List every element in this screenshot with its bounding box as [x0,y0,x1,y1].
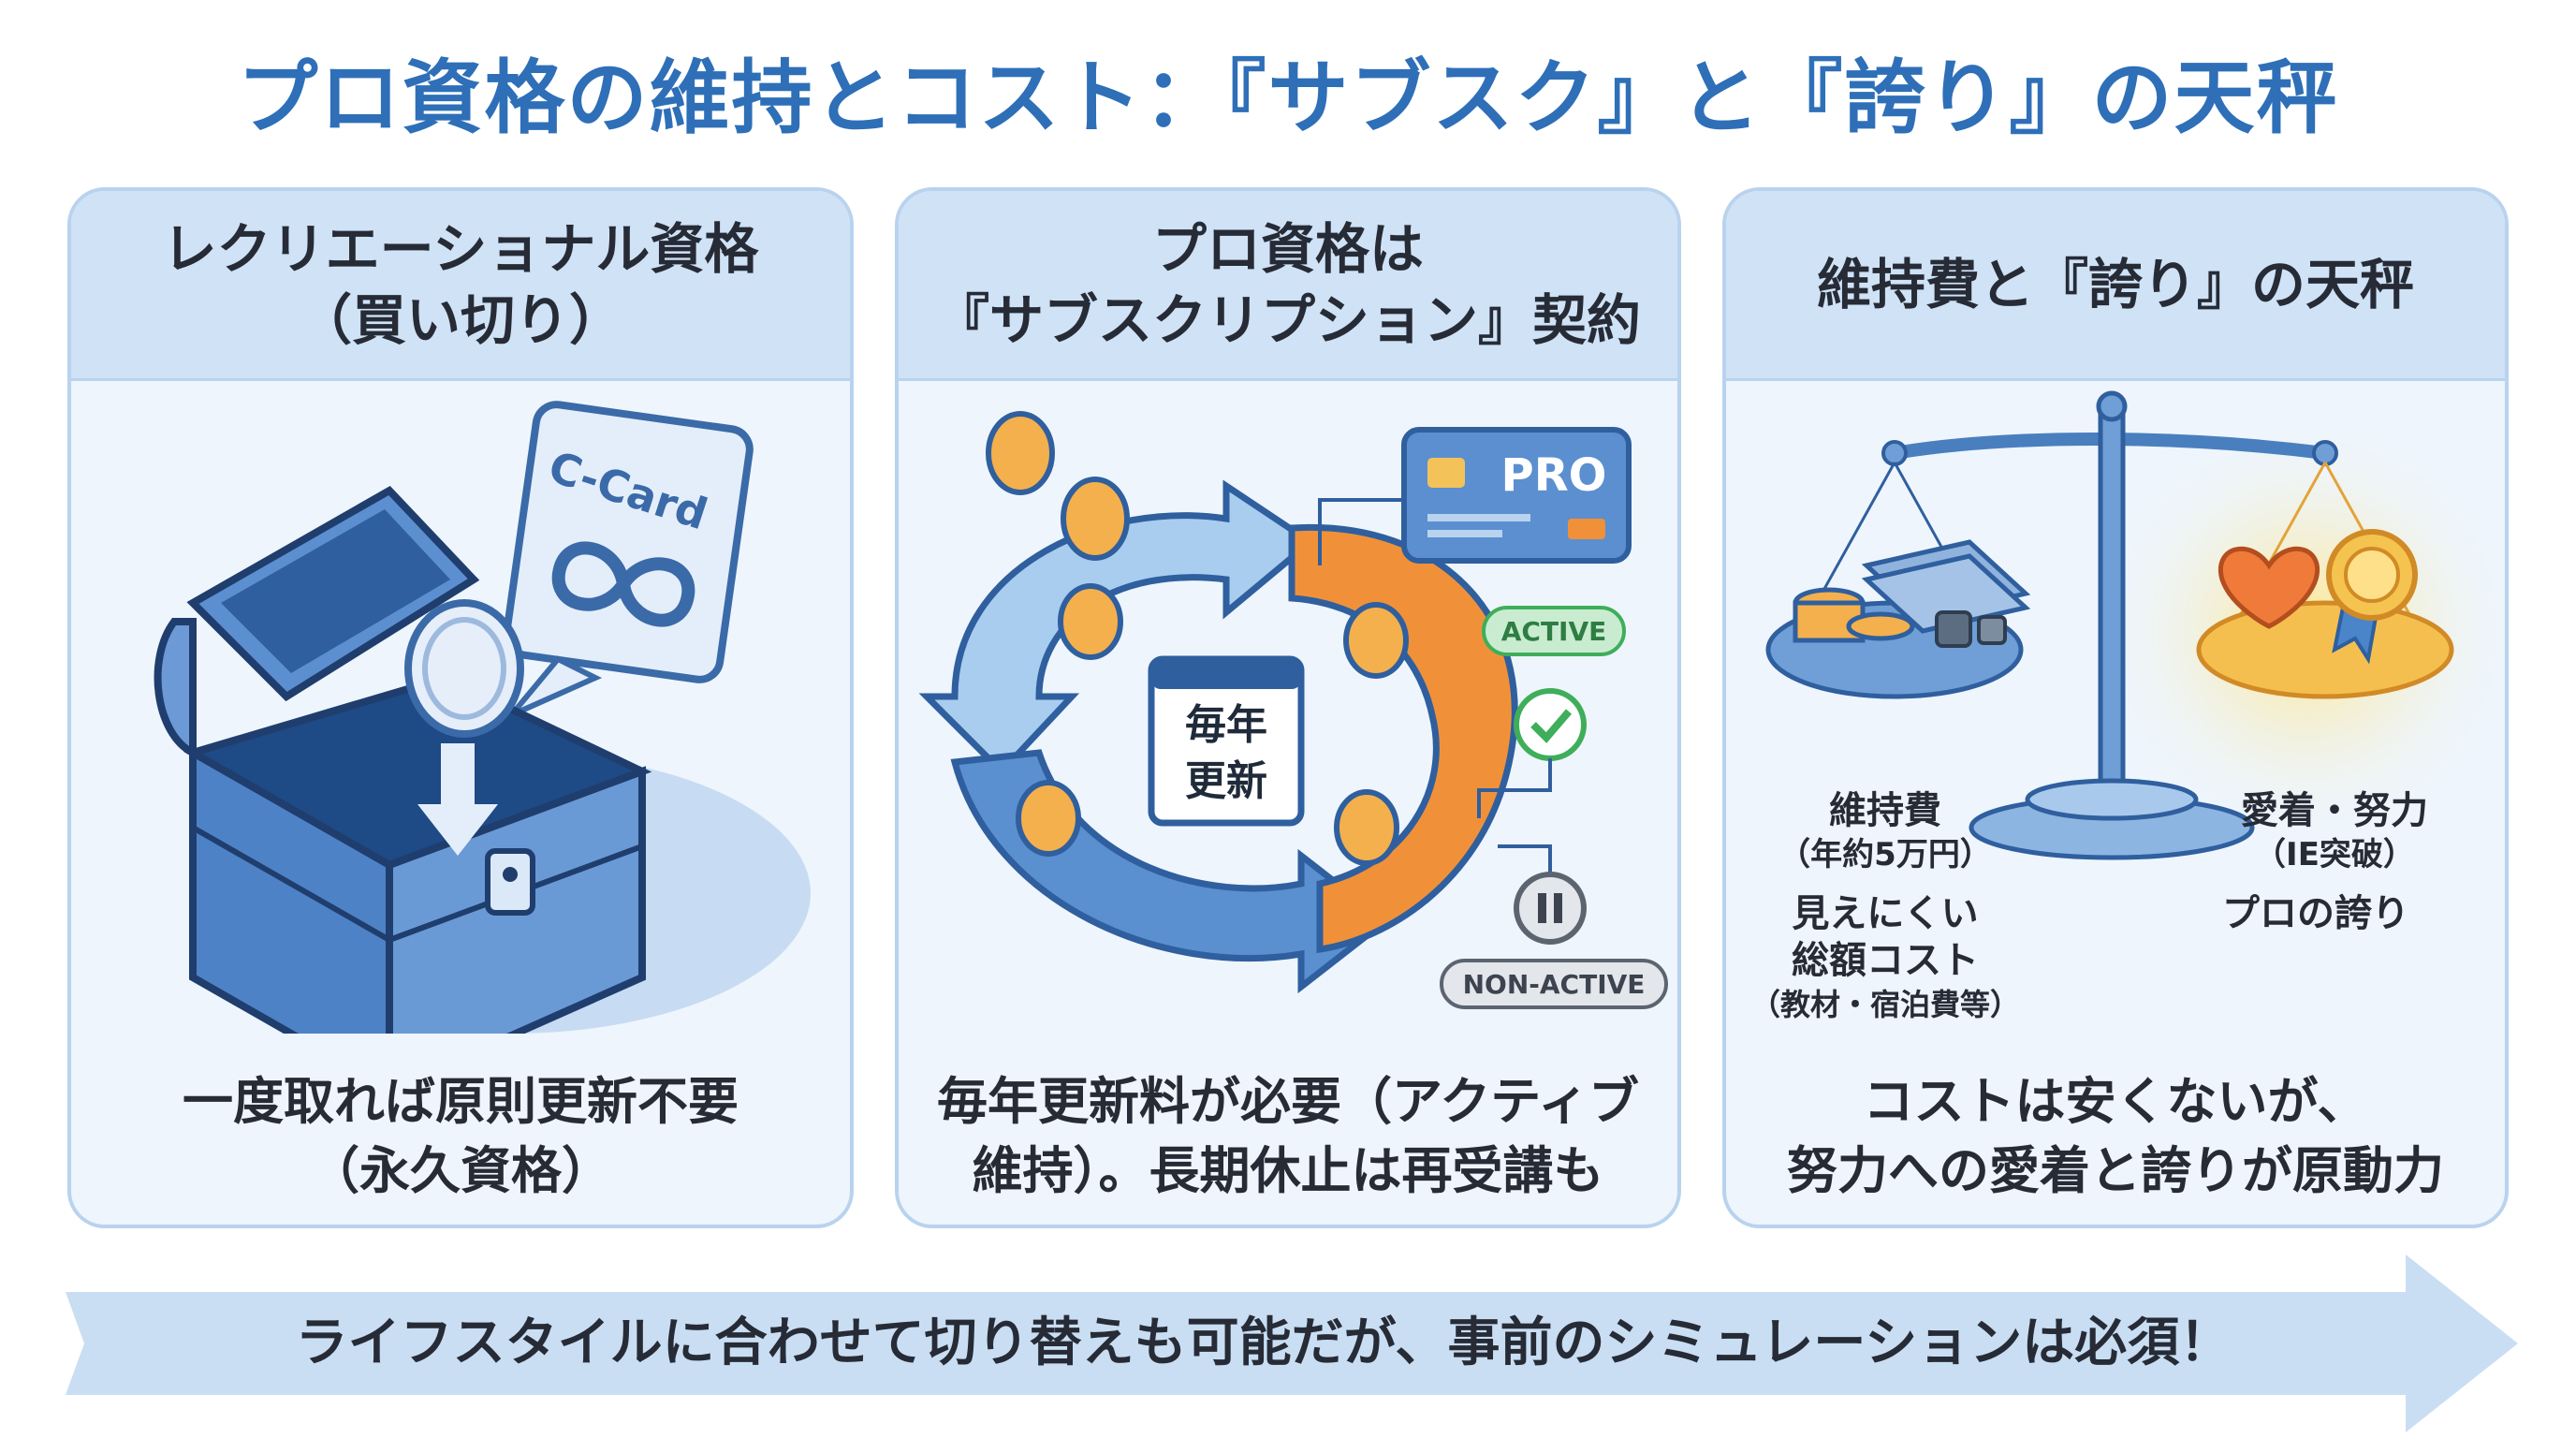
hidden-cost-line: 見えにくい [1792,892,1978,935]
hidden-cost-line: （教材・宿泊費等） [1750,987,2020,1022]
panel-footer-line: コストは安くないが、 [1863,1072,2368,1131]
panel-footer-line: 一度取れば原則更新不要 [183,1072,739,1131]
medal-icon [2326,529,2418,665]
panel-heading-line: 『サブスクリプション』契約 [934,288,1641,352]
panel-footer-line: 維持）。長期休止は再受講も [972,1141,1604,1200]
panel-footer-line: （永久資格） [309,1141,612,1200]
panel-heading-line: 維持費と『誇り』の天秤 [1816,253,2414,316]
panel-balance: 維持費と『誇り』の天秤 [1722,187,2509,1228]
hidden-cost-line: 総額コスト [1792,939,1979,982]
check-icon [1514,688,1587,761]
treasure-chest-icon [154,485,652,1034]
infinity-icon [551,541,695,627]
status-inactive: NON-ACTIVE [1440,844,1668,1009]
panel-recreational: レクリエーショナル資格 （買い切り） C-Card [67,187,854,1228]
coin-stack-icon [1793,587,1915,643]
panel-footer: コストは安くないが、 努力への愛着と誇りが原動力 [1726,1052,2505,1221]
calendar-icon: 毎年 更新 [1148,655,1305,827]
status-inactive-label: NON-ACTIVE [1463,969,1646,1000]
banner-message: ライフスタイルに合わせて切り替えも可能だが、事前のシミュレーションは必須！ [295,1313,2232,1373]
pride-label: プロの誇り [2222,892,2409,935]
panel-heading-line: プロ資格は [1151,217,1424,281]
coin-icon [404,599,524,738]
panel-illustration: 維持費 （年約5万円） 見えにくい 総額コスト （教材・宿泊費等） 愛着・努力 … [1750,390,2505,1022]
right-label: 愛着・努力 （IE突破） プロの誇り [2222,789,2428,935]
maintenance-cost-label: 維持費 [1829,789,1941,832]
money-stack-icon [1861,539,2031,634]
panel-footer: 一度取れば原則更新不要 （永久資格） [71,1052,850,1221]
attachment-effort-detail: （IE突破） [2254,836,2415,873]
panel-heading: 維持費と『誇り』の天秤 [1726,191,2505,381]
panel-illustration: 毎年 更新 PRO ACTIVE NON-ACTIVE [918,411,1668,1009]
panel-heading: レクリエーショナル資格 （買い切り） [71,191,850,381]
panel-footer-line: 毎年更新料が必要（アクティブ [936,1072,1640,1131]
panel-heading: プロ資格は 『サブスクリプション』契約 [899,191,1677,381]
calendar-text: 毎年 [1185,701,1267,749]
status-active: ACTIVE [1477,606,1626,818]
page-title: プロ資格の維持とコスト：『サブスク』と『誇り』の天秤 [237,51,2339,145]
attachment-effort-label: 愛着・努力 [2241,789,2428,832]
weight-icon [1935,610,2007,648]
status-active-label: ACTIVE [1501,616,1607,647]
left-label: 維持費 （年約5万円） 見えにくい 総額コスト （教材・宿泊費等） [1750,789,2020,1022]
heart-icon [2217,546,2320,629]
arrow-down-icon [417,743,498,856]
card-label: PRO [1501,449,1607,502]
maintenance-cost-amount: （年約5万円） [1778,836,1992,873]
panel-subscription: プロ資格は 『サブスクリプション』契約 毎年 更新 PRO [895,187,1681,1228]
panel-heading-line: （買い切り） [297,288,623,352]
panel-illustration: C-Card [154,401,811,1034]
card-icon: C-Card [503,401,754,718]
panel-footer-line: 努力への愛着と誇りが原動力 [1787,1141,2444,1200]
panel-footer: 毎年更新料が必要（アクティブ 維持）。長期休止は再受講も [899,1052,1677,1221]
pause-icon [1514,872,1587,945]
banner-arrow [66,1255,2518,1432]
panel-heading-line: レクリエーショナル資格 [162,217,759,281]
credit-card-icon: PRO [1318,427,1632,565]
coin-icon [986,411,1409,866]
calendar-text: 更新 [1185,757,1267,805]
